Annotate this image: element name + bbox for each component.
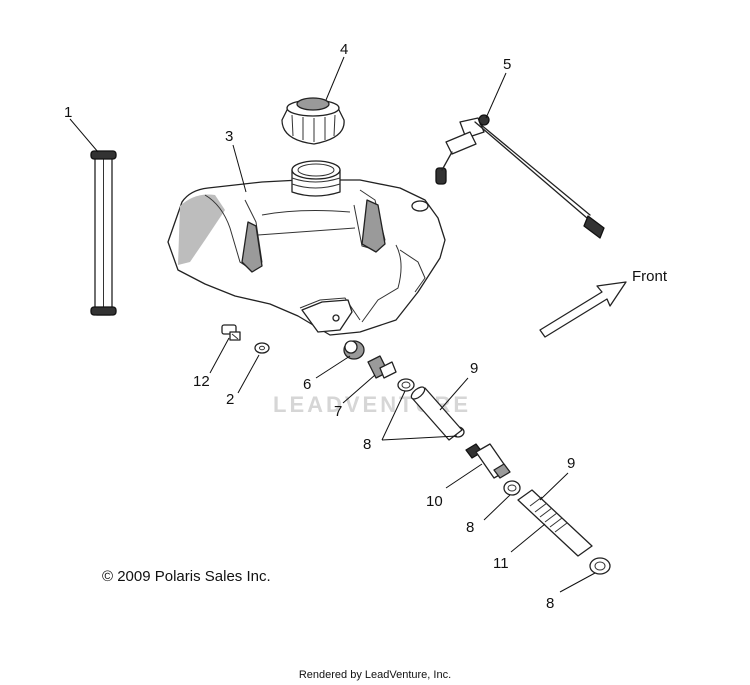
part-8-clamp-middle [503,480,521,496]
part-9-hose-upper [410,386,463,441]
part-3-fuel-tank [167,160,446,336]
callout-7: 7 [334,403,342,420]
callout-10: 10 [426,493,443,510]
copyright-text: © 2009 Polaris Sales Inc. [102,568,271,585]
callout-8-lower: 8 [546,595,554,612]
callout-6: 6 [303,376,311,393]
callout-2: 2 [226,391,234,408]
callout-9-upper: 9 [470,360,478,377]
callout-9-lower: 9 [567,455,575,472]
part-5-fuel-sender [435,114,605,239]
part-1-strap [90,150,117,316]
callout-1: 1 [64,104,72,121]
part-4-fuel-cap [281,97,345,145]
callout-8-middle: 8 [466,519,474,536]
part-8-clamp-lower [589,557,611,575]
front-label: Front [632,268,668,285]
callout-11: 11 [493,555,509,572]
part-2-washer [254,342,270,354]
callout-8-upper: 8 [363,436,371,453]
callout-3: 3 [225,128,233,145]
part-8-clamp-upper-a [397,378,415,392]
part-6-grommet [343,340,365,360]
part-12-bolt [221,324,241,341]
callout-4: 4 [340,41,348,58]
front-direction-arrow [539,281,627,338]
callout-5: 5 [503,56,511,73]
leader-lines [69,56,596,593]
part-10-fuel-valve [465,443,511,479]
callout-12: 12 [193,373,210,390]
part-7-fitting [367,355,397,379]
part-11-hose-lower [517,489,593,557]
footer-credit: Rendered by LeadVenture, Inc. [298,669,452,681]
